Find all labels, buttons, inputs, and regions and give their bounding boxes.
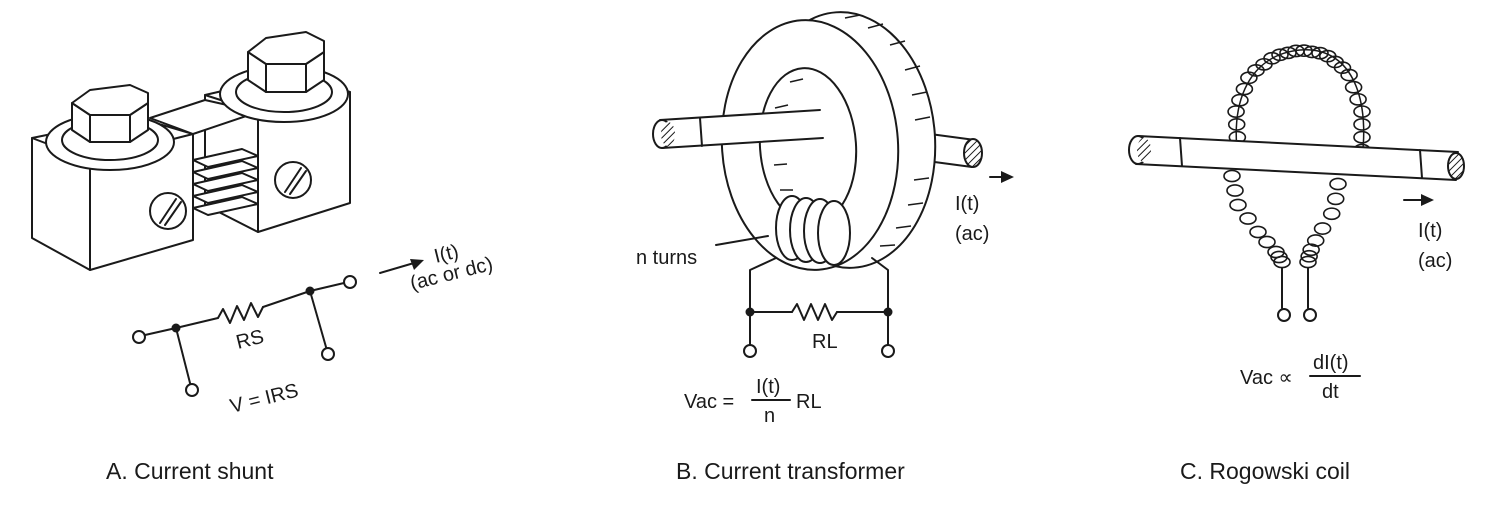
rogowski-equation-lhs: Vac ∝ (1240, 367, 1293, 389)
coil-turn (1302, 243, 1320, 257)
turns-label: n turns (636, 247, 697, 269)
transformer-winding (775, 195, 851, 266)
rogowski-illustration (1128, 44, 1465, 322)
rogowski-equation-denominator: dt (1322, 381, 1339, 403)
coil-turn (1333, 61, 1352, 75)
coil-turn (1349, 92, 1367, 106)
coil-turn (1313, 222, 1332, 235)
transformer-current-label: I(t) (955, 193, 979, 215)
screw-right-icon (274, 161, 312, 199)
coil-turn (1229, 198, 1247, 212)
shunt-equation: V = IRS (228, 380, 301, 418)
panel-rogowski-coil: I(t) (ac) Vac ∝ dI(t) dt C. Rogowski coi… (1128, 44, 1465, 484)
coil-turn (1344, 80, 1363, 94)
hex-bolt-right-icon (247, 31, 325, 93)
panel-current-shunt: I(t) (ac or dc) RS V = IRS A. Current sh… (31, 31, 495, 484)
coil-turn (1329, 177, 1347, 191)
rogowski-current-label: I(t) (1418, 220, 1442, 242)
coil-turns-bottom (1223, 169, 1347, 269)
coil-turn (1227, 105, 1245, 118)
transformer-equation-lhs: Vac = (684, 391, 734, 413)
rogowski-equation-numerator: dI(t) (1313, 352, 1349, 374)
caption-rogowski-coil: C. Rogowski coil (1180, 458, 1350, 484)
coil-turn (1231, 93, 1249, 107)
screw-left-icon (149, 192, 187, 230)
coil-turn (1271, 48, 1289, 62)
coil-turns-top (1227, 44, 1371, 157)
transformer-circuit (743, 303, 895, 358)
coil-turn (1340, 68, 1358, 82)
shunt-circuit (132, 259, 424, 397)
transformer-equation-rhs: RL (796, 391, 822, 413)
transformer-equation-denominator: n (764, 405, 775, 427)
transformer-illustration (652, 11, 1014, 313)
shunt-laminations (192, 148, 259, 216)
coil-turn (1303, 45, 1321, 59)
coil-turn (1227, 118, 1246, 131)
transformer-current-note: (ac) (955, 223, 989, 245)
caption-current-shunt: A. Current shunt (106, 458, 274, 484)
coil-turn (1235, 82, 1254, 96)
coil-turn (1249, 225, 1267, 239)
panel-current-transformer: I(t) (ac) n turns RL Vac = I(t) n RL B. … (636, 11, 1014, 484)
coil-turn (1326, 192, 1345, 206)
shunt-resistor-label: RS (234, 326, 266, 354)
hex-bolt-left-icon (71, 84, 149, 143)
coil-turn (1322, 207, 1341, 221)
coil-turn (1353, 130, 1371, 144)
coil-turn (1258, 235, 1276, 249)
transformer-resistor-label: RL (812, 331, 838, 353)
coil-turn (1300, 249, 1318, 263)
caption-current-transformer: B. Current transformer (676, 458, 905, 484)
transformer-equation-numerator: I(t) (756, 376, 780, 398)
coil-turn (1353, 105, 1371, 118)
coil-turn (1353, 118, 1371, 131)
rogowski-current-note: (ac) (1418, 250, 1452, 272)
core-tick-marks (771, 14, 931, 247)
coil-turn (1226, 184, 1244, 197)
shunt-illustration (31, 31, 351, 271)
coil-turn (1306, 234, 1325, 247)
coil-turn (1239, 212, 1257, 225)
coil-turn (1223, 169, 1241, 183)
